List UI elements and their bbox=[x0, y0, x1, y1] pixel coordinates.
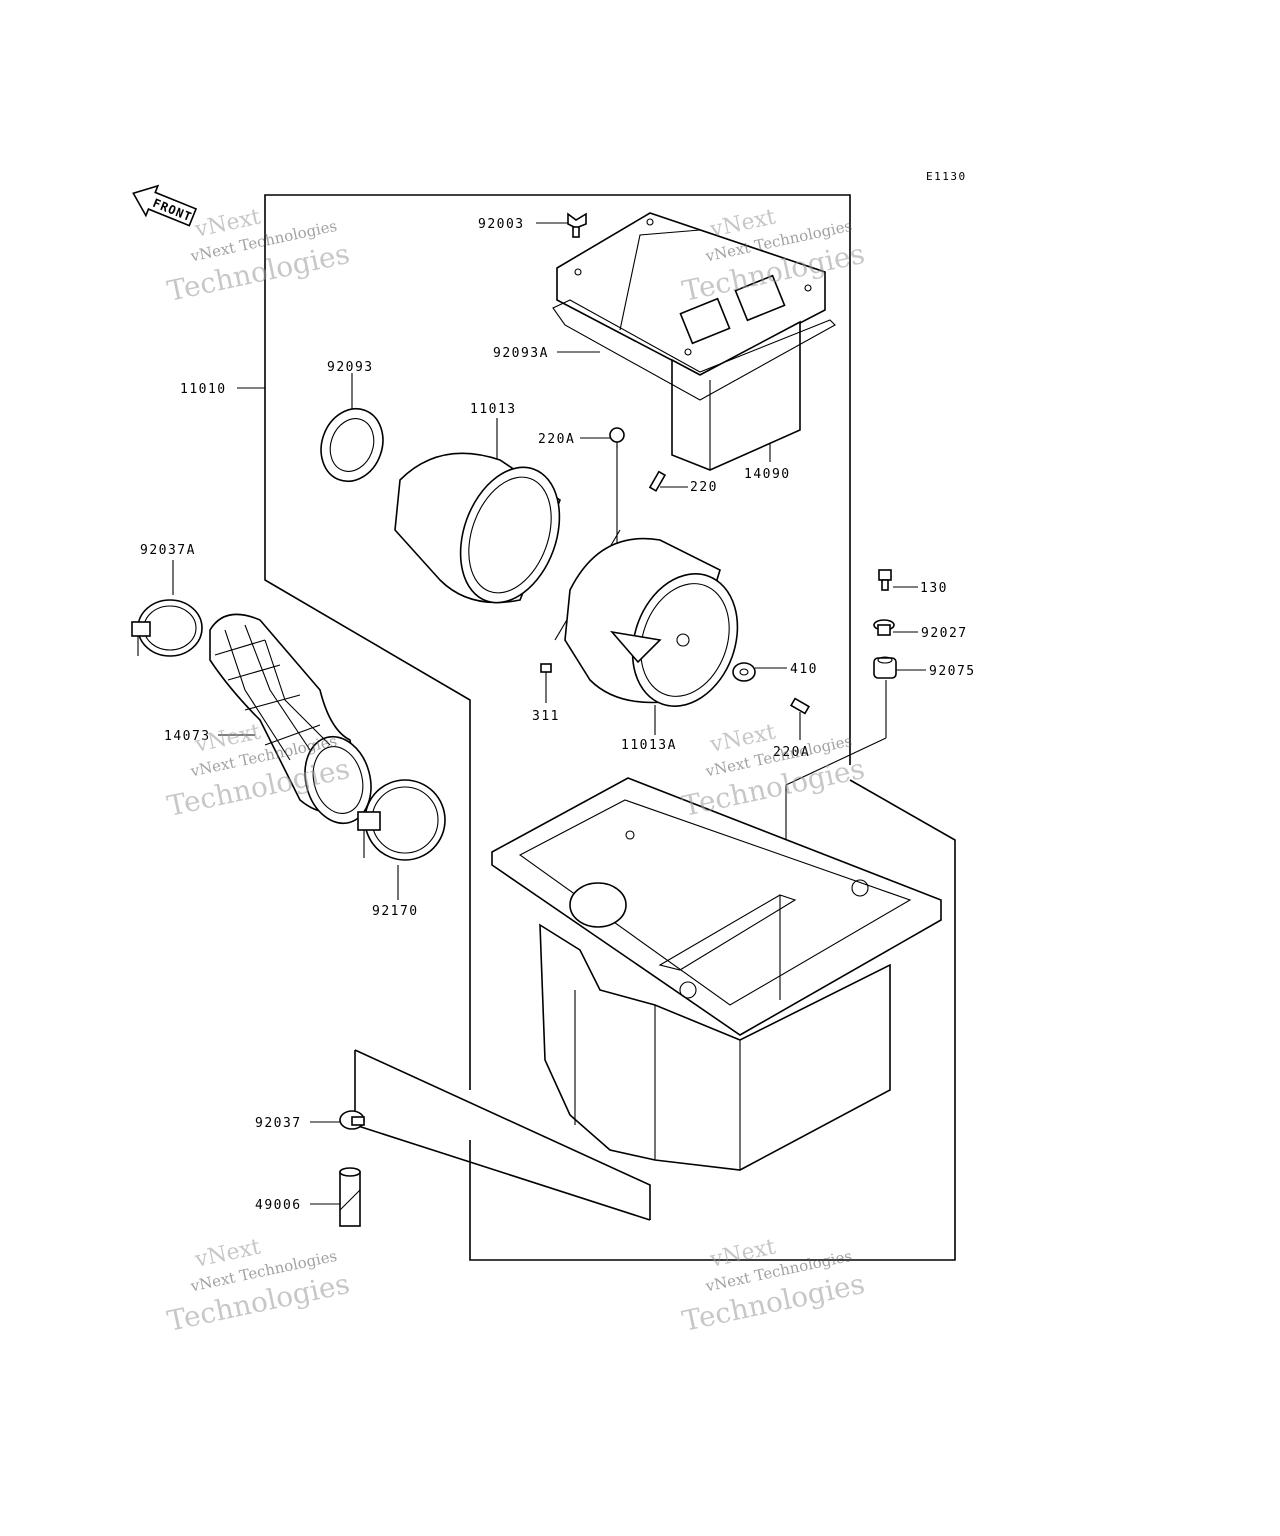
callout-92027: 92027 bbox=[921, 626, 968, 641]
intake-duct-icon bbox=[209, 613, 372, 825]
callout-labels: 92003 92093A 11010 92093 11013 220A 220 … bbox=[140, 217, 976, 1213]
diagram-code: E1130 bbox=[926, 170, 967, 183]
washer-icon bbox=[732, 662, 756, 682]
grommet-icon bbox=[873, 656, 897, 679]
callout-11010: 11010 bbox=[180, 382, 227, 397]
filter-assembly-icon bbox=[564, 537, 739, 707]
hose-clamp-icon bbox=[339, 1110, 365, 1130]
bolt-220a-top-icon bbox=[609, 427, 625, 448]
filter-element-icon bbox=[394, 452, 561, 604]
drain-cap-icon bbox=[339, 1167, 361, 1227]
callout-311: 311 bbox=[532, 709, 560, 724]
callout-92037: 92037 bbox=[255, 1116, 302, 1131]
watermark-mid-right: vNext vNext Technologies Technologies bbox=[679, 720, 867, 823]
front-arrow-icon: FRONT bbox=[132, 184, 198, 227]
watermark-bottom-left: vNext vNext Technologies Technologies bbox=[164, 1235, 352, 1338]
callout-220: 220 bbox=[690, 480, 718, 495]
callout-14073: 14073 bbox=[164, 729, 211, 744]
clamp-92170-icon bbox=[357, 779, 446, 861]
callout-14090: 14090 bbox=[744, 467, 791, 482]
air-box-housing-icon bbox=[491, 777, 942, 1171]
filter-ring-icon bbox=[320, 407, 384, 483]
callout-92075: 92075 bbox=[929, 664, 976, 679]
callout-92093: 92093 bbox=[327, 360, 374, 375]
callout-11013a: 11013A bbox=[621, 738, 677, 753]
callout-220a-bottom: 220A bbox=[773, 745, 810, 760]
clamp-92037a-icon bbox=[131, 599, 203, 657]
callout-92093a: 92093A bbox=[493, 346, 549, 361]
collar-icon bbox=[873, 619, 895, 636]
air-box-cover-icon bbox=[556, 212, 826, 471]
callout-220a-top: 220A bbox=[538, 432, 575, 447]
callout-11013: 11013 bbox=[470, 402, 517, 417]
bolt-130-icon bbox=[878, 569, 892, 591]
wing-bolt-icon bbox=[567, 212, 587, 238]
callout-92037a: 92037A bbox=[140, 543, 196, 558]
clip-311-icon bbox=[540, 663, 552, 673]
callout-92170: 92170 bbox=[372, 904, 419, 919]
callout-130: 130 bbox=[920, 581, 948, 596]
callout-92003: 92003 bbox=[478, 217, 525, 232]
bolt-220-icon bbox=[648, 470, 667, 492]
callout-410: 410 bbox=[790, 662, 818, 677]
callout-49006: 49006 bbox=[255, 1198, 302, 1213]
gasket-icon bbox=[552, 299, 836, 401]
bolt-220a-bottom-icon bbox=[789, 697, 811, 715]
watermark-bottom-right: vNext vNext Technologies Technologies bbox=[679, 1235, 867, 1338]
assembly-bracket bbox=[264, 194, 956, 1261]
